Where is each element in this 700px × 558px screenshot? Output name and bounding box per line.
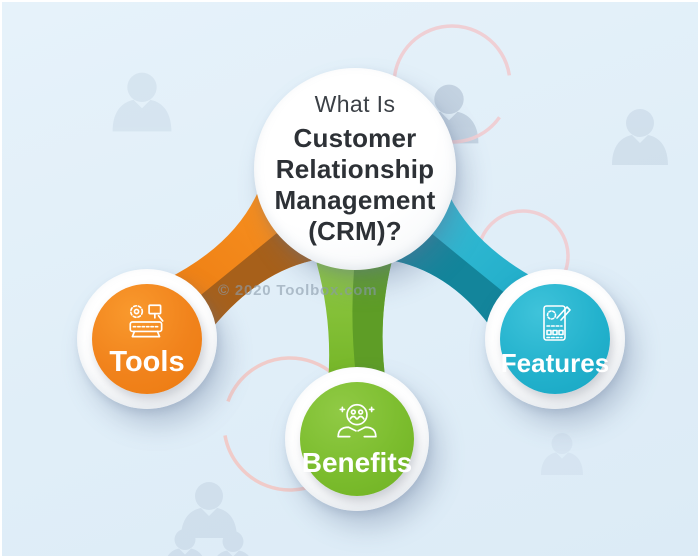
central-topic-title-line: Management <box>274 185 436 215</box>
connector-green <box>316 262 392 384</box>
node-tools-circle: Tools <box>92 284 202 394</box>
node-benefits-label: Benefits <box>301 447 413 478</box>
feature-list-icon <box>543 305 571 341</box>
people-group-silhouette <box>164 482 254 556</box>
node-features-circle: Features <box>500 284 610 394</box>
node-tools-label: Tools <box>109 345 185 378</box>
central-topic-title-line: Customer <box>293 123 417 153</box>
tools-equipment-icon <box>129 303 164 337</box>
node-benefits-circle: Benefits <box>300 382 414 496</box>
central-topic-prefix: What Is <box>314 91 396 117</box>
central-topic-title-line: Relationship <box>275 154 435 184</box>
central-topic-title-line: (CRM)? <box>308 216 402 246</box>
central-topic-circle: What Is Customer Relationship Management… <box>254 68 456 270</box>
hands-care-icon <box>337 403 377 438</box>
node-features-label: Features <box>500 348 610 378</box>
watermark: © 2020 Toolbox.com <box>218 282 378 299</box>
